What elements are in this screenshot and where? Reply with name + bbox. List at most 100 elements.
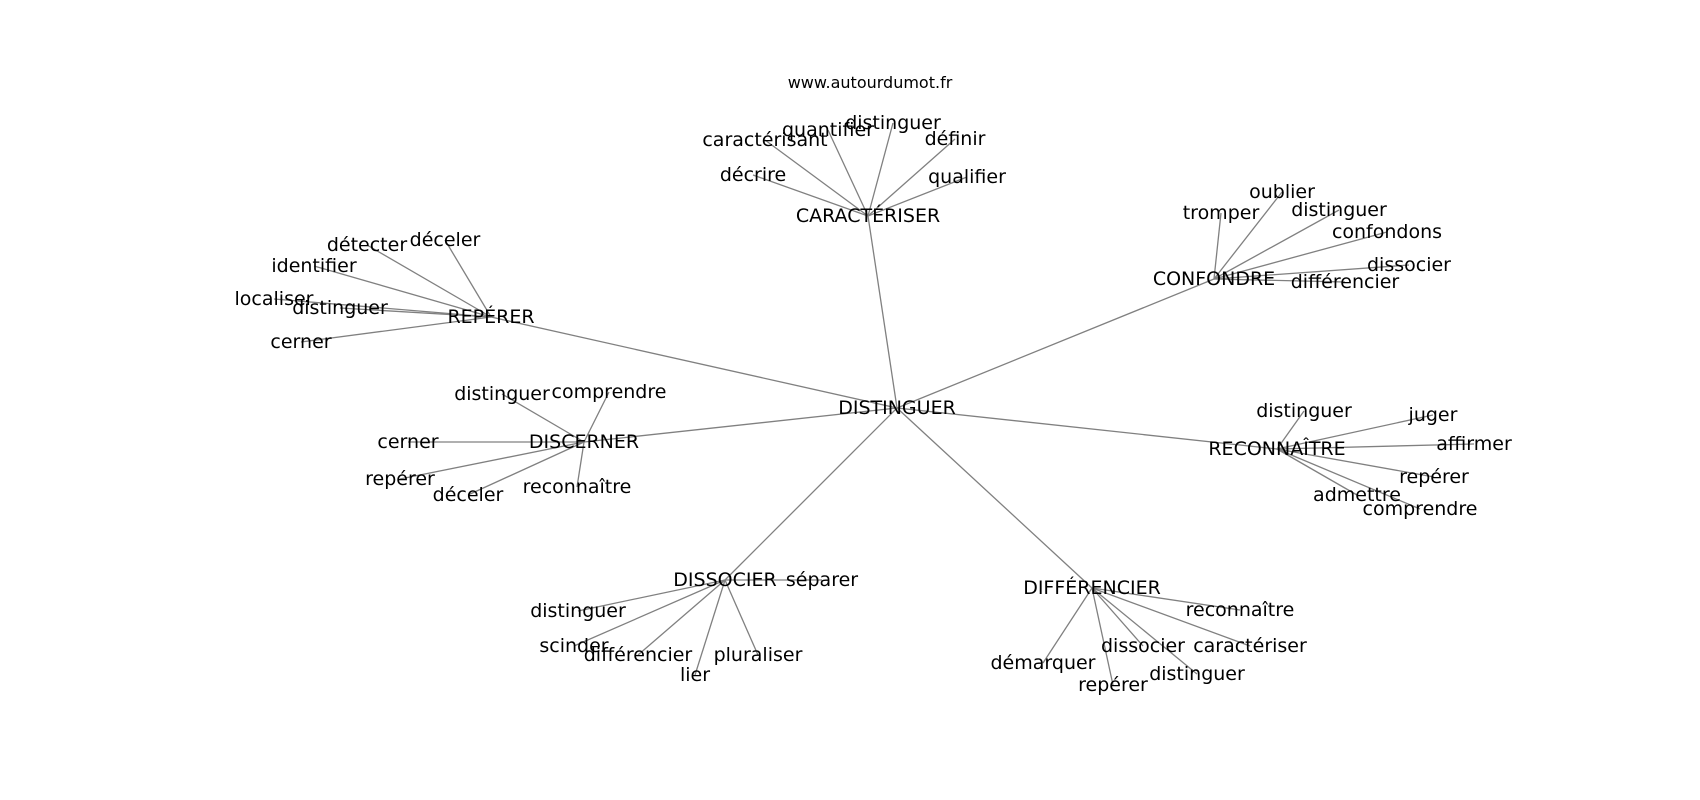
edge-hub-to-word [867, 138, 956, 217]
word-node-label[interactable]: lier [680, 664, 710, 686]
edge-hub-to-word [1213, 191, 1283, 280]
edge-hub-to-word [1276, 443, 1475, 450]
edge-hub-to-word [724, 579, 759, 656]
edge-hub-to-word [867, 176, 968, 217]
edge-center-to-hub [867, 215, 898, 409]
edge-hub-to-word [1091, 587, 1198, 675]
word-node-label[interactable]: qualifier [928, 166, 1006, 188]
edge-hub-to-word [444, 239, 492, 318]
edge-hub-to-word [366, 244, 492, 318]
edge-hub-to-word [1213, 278, 1346, 283]
word-node-label[interactable]: scinder [539, 635, 608, 657]
edge-hub-to-word [501, 393, 585, 443]
edge-hub-to-word [576, 441, 585, 488]
edge-hub-to-word [1276, 448, 1421, 510]
edge-hub-to-word [573, 579, 726, 647]
edge-hub-to-word [1091, 587, 1241, 611]
word-node-label[interactable]: comprendre [552, 381, 667, 403]
word-node-label[interactable]: caractériser [1193, 635, 1307, 657]
edge-hub-to-word [1091, 587, 1144, 647]
edge-hub-to-word [764, 139, 869, 217]
word-node-label[interactable]: détecter [327, 234, 407, 256]
word-node-label[interactable]: cerner [270, 331, 331, 353]
word-node-label[interactable]: distinguer [292, 297, 388, 319]
edge-hub-to-word [1091, 587, 1251, 647]
word-node-label[interactable]: cerner [377, 431, 438, 453]
edge-hub-to-word [1276, 448, 1435, 478]
edge-hub-to-word [1213, 231, 1388, 280]
word-node-label[interactable]: démarquer [991, 652, 1096, 674]
edge-hub-to-word [1042, 587, 1093, 664]
edge-center-to-hub [583, 407, 898, 443]
word-node-label[interactable]: différencier [1291, 271, 1400, 293]
word-node-label[interactable]: définir [925, 128, 986, 150]
edge-hub-to-word [1213, 264, 1410, 280]
word-node-label[interactable]: dissocier [1101, 635, 1185, 657]
word-node-label[interactable]: juger [1408, 404, 1458, 426]
word-node-label[interactable]: différencier [584, 644, 693, 666]
edge-center-to-hub [896, 407, 1278, 450]
word-node-label[interactable]: distinguer [530, 600, 626, 622]
edge-hub-to-word [313, 265, 492, 318]
edge-hub-to-word [1276, 410, 1305, 450]
word-node-label[interactable]: localiser [235, 288, 314, 310]
hub-node-label[interactable]: REPÉRER [447, 305, 534, 328]
edge-hub-to-word [694, 579, 726, 676]
word-node-label[interactable]: tromper [1183, 202, 1260, 224]
word-node-label[interactable]: pluraliser [714, 644, 803, 666]
word-node-label[interactable]: dissocier [1367, 254, 1451, 276]
word-node-label[interactable]: affirmer [1436, 433, 1512, 455]
watermark: www.autourdumot.fr [788, 73, 953, 92]
hub-node-label[interactable]: DIFFÉRENCIER [1023, 576, 1161, 599]
word-node-label[interactable]: repérer [365, 468, 435, 490]
word-node-label[interactable]: reconnaître [1186, 599, 1295, 621]
word-node-label[interactable]: distinguer [1256, 400, 1352, 422]
edge-center-to-hub [490, 316, 898, 409]
edge-hub-to-word [637, 579, 726, 656]
word-node-label[interactable]: décrire [720, 164, 786, 186]
edge-hub-to-word [399, 441, 585, 480]
edge-center-to-hub [724, 407, 898, 581]
word-node-label[interactable]: oublier [1249, 181, 1315, 203]
word-node-label[interactable]: admettre [1313, 484, 1401, 506]
graph-labels: DISTINGUER CARACTÉRISER caractérisantquant… [235, 112, 1512, 696]
edge-hub-to-word [827, 129, 869, 217]
edge-hub-to-word [1276, 414, 1434, 450]
edge-center-to-hub [896, 407, 1093, 589]
edge-hub-to-word [1213, 209, 1340, 280]
word-node-label[interactable]: confondons [1332, 221, 1442, 243]
word-node-label[interactable]: identifier [271, 255, 356, 277]
edge-center-to-hub [896, 278, 1215, 409]
word-node-label[interactable]: repérer [1399, 466, 1469, 488]
word-node-label[interactable]: distinguer [1291, 199, 1387, 221]
graph-edges [273, 122, 1475, 686]
edge-hub-to-word [1091, 587, 1114, 686]
word-node-label[interactable]: quantifier [782, 119, 874, 141]
edge-hub-to-word [273, 298, 492, 318]
word-node-label[interactable]: repérer [1078, 674, 1148, 696]
edge-hub-to-word [577, 579, 726, 612]
hub-node-label[interactable]: CARACTÉRISER [796, 204, 940, 227]
edge-hub-to-word [300, 316, 492, 343]
edge-hub-to-word [339, 307, 492, 318]
word-node-label[interactable]: distinguer [454, 383, 550, 405]
edge-hub-to-word [1276, 448, 1358, 496]
edge-hub-to-word [467, 441, 585, 496]
word-node-label[interactable]: distinguer [845, 112, 941, 134]
hub-node-label[interactable]: DISSOCIER [673, 569, 776, 591]
edge-hub-to-word [867, 122, 894, 217]
hub-node-label[interactable]: CONFONDRE [1153, 268, 1275, 290]
hub-node-label[interactable]: DISCERNER [529, 431, 639, 453]
word-node-label[interactable]: distinguer [1149, 663, 1245, 685]
word-node-label[interactable]: déceler [433, 484, 504, 506]
edge-hub-to-word [752, 174, 869, 217]
word-node-label[interactable]: séparer [786, 569, 858, 591]
hub-node-label[interactable]: RECONNAÎTRE [1208, 437, 1345, 460]
word-node-label[interactable]: comprendre [1363, 498, 1478, 520]
word-node-label[interactable]: déceler [410, 229, 481, 251]
center-node-label[interactable]: DISTINGUER [838, 397, 956, 419]
word-node-label[interactable]: reconnaître [523, 476, 632, 498]
edge-hub-to-word [583, 391, 610, 443]
word-node-label[interactable]: caractérisant [702, 129, 827, 151]
